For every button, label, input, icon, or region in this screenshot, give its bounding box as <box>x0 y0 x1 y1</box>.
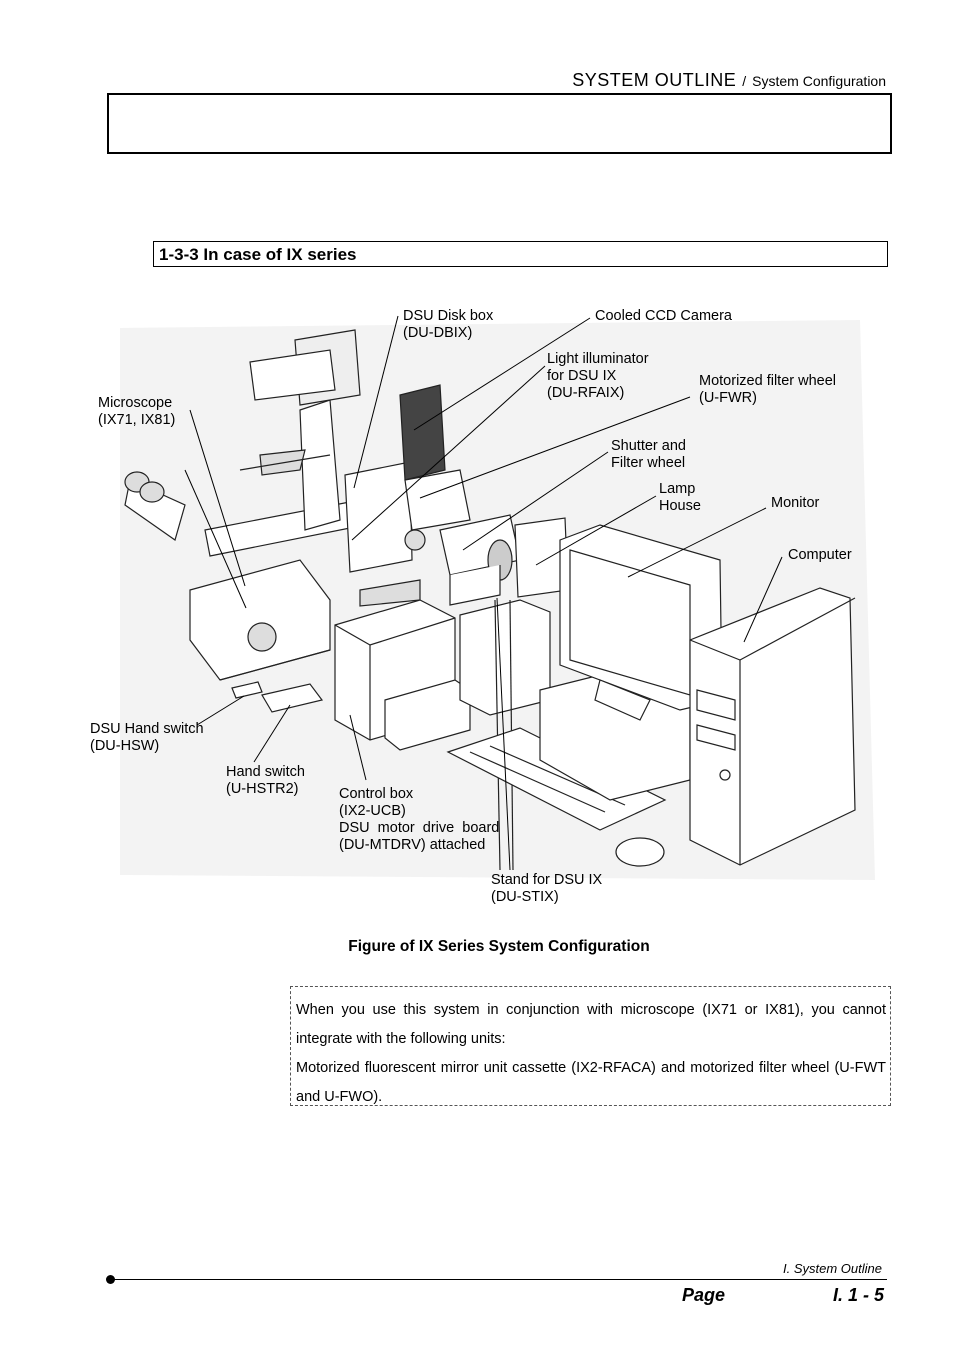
label-disk-box: DSU Disk box (DU-DBIX) <box>403 308 494 341</box>
control-box-drawing <box>334 599 471 751</box>
label-stand: Stand for DSU IX (DU-STIX) <box>491 872 603 905</box>
label-microscope: Microscope (IX71, IX81) <box>98 395 176 428</box>
note-paragraph: When you use this system in conjunction … <box>296 1002 886 1047</box>
label-control-box: Control box (IX2-UCB) DSU motor drive bo… <box>339 786 500 853</box>
header-separator: / <box>742 73 747 89</box>
footer-section: I. System Outline <box>783 1261 882 1276</box>
running-header: SYSTEM OUTLINE / System Configuration <box>572 70 886 91</box>
disk-box-drawing <box>344 461 421 607</box>
label-hand-switch: Hand switch (U-HSTR2) <box>226 764 305 797</box>
section-title: 1-3-3 In case of IX series <box>153 241 888 267</box>
label-shutter: Shutter and Filter wheel <box>611 438 686 471</box>
label-light-illuminator: Light illuminator for DSU IX (DU-RFAIX) <box>547 351 649 401</box>
header-subtitle: System Configuration <box>752 73 886 89</box>
label-motorized-filter-wheel: Motorized filter wheel (U-FWR) <box>699 373 836 406</box>
hand-switch-drawing <box>231 681 324 713</box>
footer-rule <box>110 1279 887 1280</box>
microscope-drawing <box>124 329 366 681</box>
blank-frame <box>107 93 892 154</box>
note-box: When you use this system in conjunction … <box>290 986 891 1106</box>
note-paragraph: Motorized fluorescent mirror unit casset… <box>296 1060 886 1105</box>
page-number: I. 1 - 5 <box>832 1285 884 1305</box>
page-label: Page <box>682 1285 726 1305</box>
label-dsu-hand-switch: DSU Hand switch (DU-HSW) <box>90 721 204 754</box>
header-title: SYSTEM OUTLINE <box>572 70 737 90</box>
label-lamp-house: Lamp House <box>659 481 701 514</box>
label-ccd-camera: Cooled CCD Camera <box>595 308 732 324</box>
figure-caption: Figure of IX Series System Configuration <box>348 938 650 955</box>
monitor-drawing <box>559 524 723 721</box>
label-monitor: Monitor <box>771 495 820 511</box>
footer-bullet <box>106 1275 115 1284</box>
computer-drawing <box>689 587 856 866</box>
keyboard-drawing <box>446 727 667 867</box>
leader-lines <box>184 315 783 871</box>
filter-wheel-drawing <box>439 514 521 606</box>
label-computer: Computer <box>788 547 852 563</box>
